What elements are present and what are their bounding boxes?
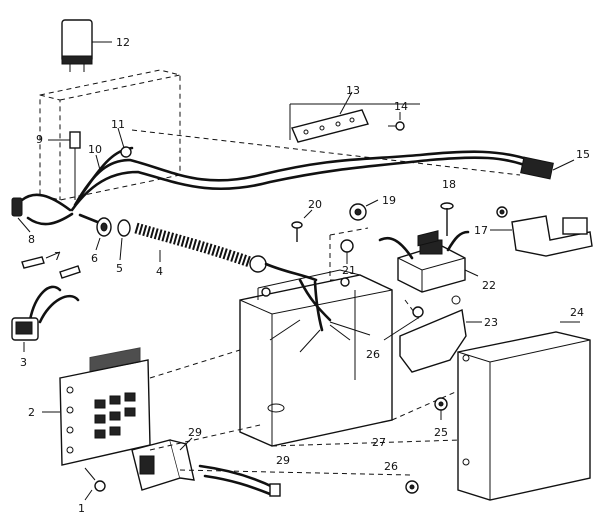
- grommet-part: [78, 213, 112, 251]
- board-screw-part: [84, 467, 106, 501]
- callout-20: 20: [308, 198, 322, 211]
- callout-18: 18: [442, 178, 456, 191]
- screw-26-lower-part: [405, 480, 419, 494]
- callout-9: 9: [36, 133, 43, 146]
- cover-panel-part: [457, 321, 591, 501]
- bushing-part: [117, 219, 131, 261]
- callout-26-lower: 26: [384, 460, 398, 473]
- toggle-switch-part: [11, 285, 80, 352]
- wire-lead-part: [11, 193, 74, 233]
- callout-10: 10: [88, 143, 102, 156]
- jumper-wire-part: [198, 464, 281, 497]
- callout-labels: 12 13 14 9 11 10 15 18 19 20 17 8 7 6 5 …: [20, 36, 590, 515]
- transformer-part: [378, 230, 479, 293]
- callout-5: 5: [116, 262, 123, 275]
- callout-29-upper: 29: [188, 426, 202, 439]
- screw-18-part: [440, 202, 454, 236]
- callout-3: 3: [20, 356, 27, 369]
- callout-19: 19: [382, 194, 396, 207]
- callout-25: 25: [434, 426, 448, 439]
- callout-7: 7: [54, 250, 61, 263]
- callout-11: 11: [111, 118, 125, 131]
- control-board-part: [42, 347, 151, 466]
- conduit-fitting-part: [249, 255, 318, 282]
- callout-21: 21: [342, 264, 356, 277]
- clamp-19-part: [349, 199, 379, 221]
- callout-15: 15: [576, 148, 590, 161]
- capacitor-part: [61, 19, 112, 72]
- terminal-clip-part: [21, 251, 81, 279]
- nut-21-part: [329, 227, 369, 281]
- callout-12: 12: [116, 36, 130, 49]
- callout-2: 2: [28, 406, 35, 419]
- callout-13: 13: [346, 84, 360, 97]
- callout-23: 23: [484, 316, 498, 329]
- callout-24: 24: [570, 306, 584, 319]
- mounting-bracket-part: [490, 215, 593, 257]
- flexible-conduit-part: [134, 222, 252, 268]
- callout-1: 1: [78, 502, 85, 515]
- relay-part: [131, 437, 195, 491]
- terminal-strip-part: [289, 91, 420, 143]
- mounting-panel-outline: [39, 69, 181, 201]
- nut-25-part: [434, 397, 448, 420]
- nut-17-part: [496, 206, 508, 218]
- callout-4: 4: [156, 265, 163, 278]
- screw-26-upper-part: [383, 306, 424, 341]
- callout-8: 8: [28, 233, 35, 246]
- wiring-harness: [48, 127, 575, 212]
- screw-part: [388, 112, 405, 131]
- screw-20-part: [291, 209, 313, 242]
- callout-27: 27: [372, 436, 386, 449]
- callout-17: 17: [474, 224, 488, 237]
- callout-14: 14: [394, 100, 408, 113]
- callout-6: 6: [91, 252, 98, 265]
- callout-29-lower: 29: [276, 454, 290, 467]
- alignment-lines: [149, 299, 461, 476]
- callout-22: 22: [482, 279, 496, 292]
- callout-26-upper: 26: [366, 348, 380, 361]
- support-bracket-part: [399, 230, 482, 373]
